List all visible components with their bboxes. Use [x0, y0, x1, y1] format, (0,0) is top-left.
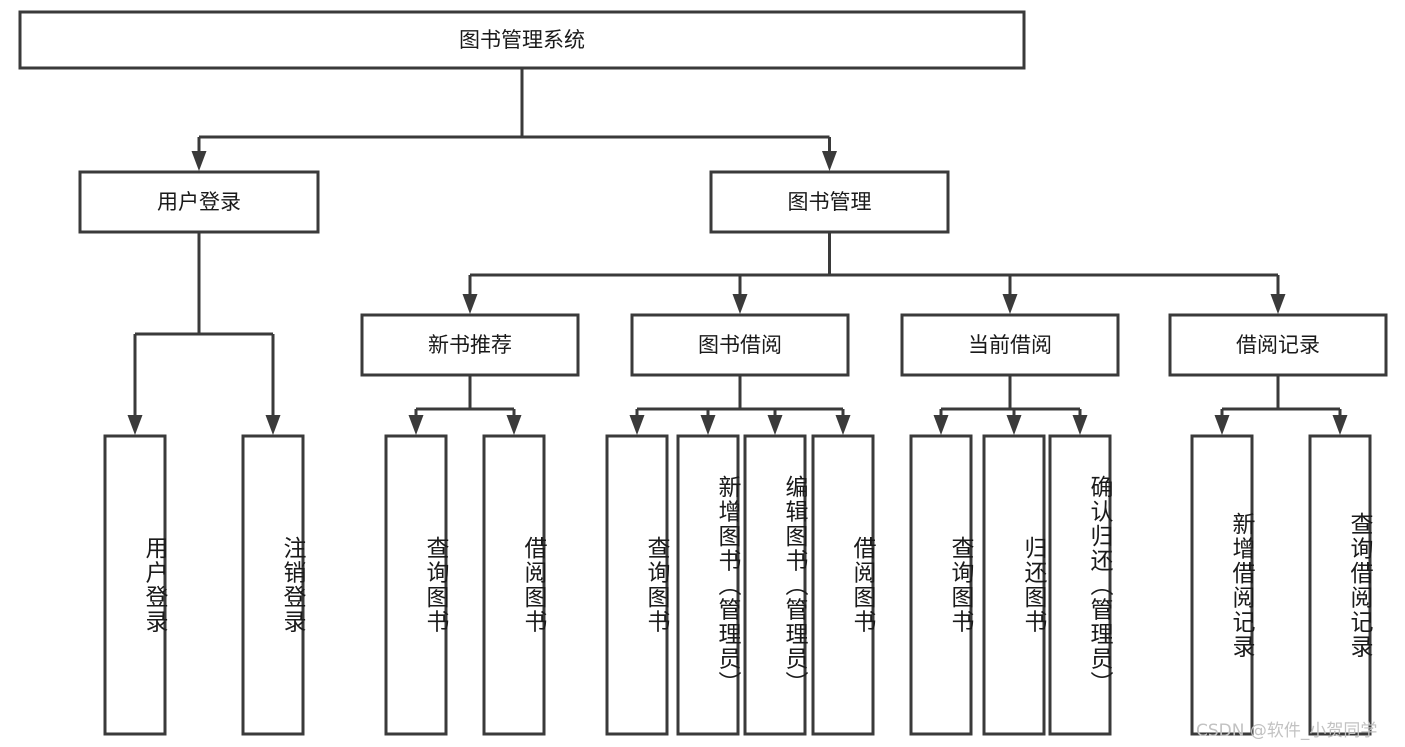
level3-label-1: 图书借阅	[698, 333, 782, 357]
leaf-box-7[interactable]	[811, 434, 875, 736]
leaf-box-10[interactable]	[1048, 434, 1112, 736]
l3-1-leaves-arrow-1-head	[700, 415, 716, 435]
leaf-box-12[interactable]	[1308, 434, 1372, 736]
leaf-box-6[interactable]	[743, 434, 807, 736]
level3-box-1[interactable]	[630, 313, 850, 377]
level2-arrow-1-head	[822, 151, 837, 171]
leaf-box-11[interactable]	[1190, 434, 1254, 736]
l3-1-leaves-arrow-3-head	[835, 415, 851, 435]
level3-box-2[interactable]	[900, 313, 1120, 377]
level2-label-0: 用户登录	[157, 190, 241, 214]
node-box-layer	[18, 10, 1388, 736]
csdn-watermark: CSDN @软件_小贺同学	[1196, 721, 1378, 741]
level2-box-1[interactable]	[709, 170, 950, 234]
leaf-box-4[interactable]	[605, 434, 669, 736]
l3-2-leaves-arrow-2-head	[1072, 415, 1088, 435]
l3-1-leaves-arrow-0-head	[629, 415, 645, 435]
l3-2-leaves-arrow-1-head	[1006, 415, 1022, 435]
level2-box-0[interactable]	[78, 170, 320, 234]
l3-3-leaves-arrow-0-head	[1214, 415, 1230, 435]
leaf-box-1[interactable]	[241, 434, 305, 736]
leaf-box-8[interactable]	[909, 434, 973, 736]
level3-label-0: 新书推荐	[428, 333, 512, 357]
userlogin-leaves-arrow-1-head	[265, 415, 281, 435]
level2-arrow-0-head	[191, 151, 207, 171]
l3-3-leaves-arrow-1-head	[1332, 415, 1348, 435]
l3-1-leaves-arrow-2-head	[767, 415, 783, 435]
level3-box-3[interactable]	[1168, 313, 1388, 377]
leaf-box-0[interactable]	[103, 434, 167, 736]
level3-arrow-0-head	[462, 294, 478, 314]
l3-0-leaves-arrow-0-head	[408, 415, 424, 435]
level3-arrow-2-head	[1002, 294, 1018, 314]
userlogin-leaves-arrow-0-head	[127, 415, 143, 435]
leaf-box-9[interactable]	[982, 434, 1046, 736]
level3-arrow-1-head	[732, 294, 748, 314]
level3-arrow-3-head	[1270, 294, 1286, 314]
l3-2-leaves-arrow-0-head	[933, 415, 949, 435]
level3-label-3: 借阅记录	[1236, 333, 1320, 357]
leaf-box-3[interactable]	[482, 434, 546, 736]
level3-box-0[interactable]	[360, 313, 580, 377]
root-box-0[interactable]	[18, 10, 1026, 70]
leaf-box-5[interactable]	[676, 434, 740, 736]
root-label-0: 图书管理系统	[459, 28, 585, 52]
l3-0-leaves-arrow-1-head	[506, 415, 522, 435]
level2-label-1: 图书管理	[788, 190, 872, 214]
level3-label-2: 当前借阅	[968, 333, 1052, 357]
leaf-box-2[interactable]	[384, 434, 448, 736]
connector-layer	[127, 68, 1348, 435]
